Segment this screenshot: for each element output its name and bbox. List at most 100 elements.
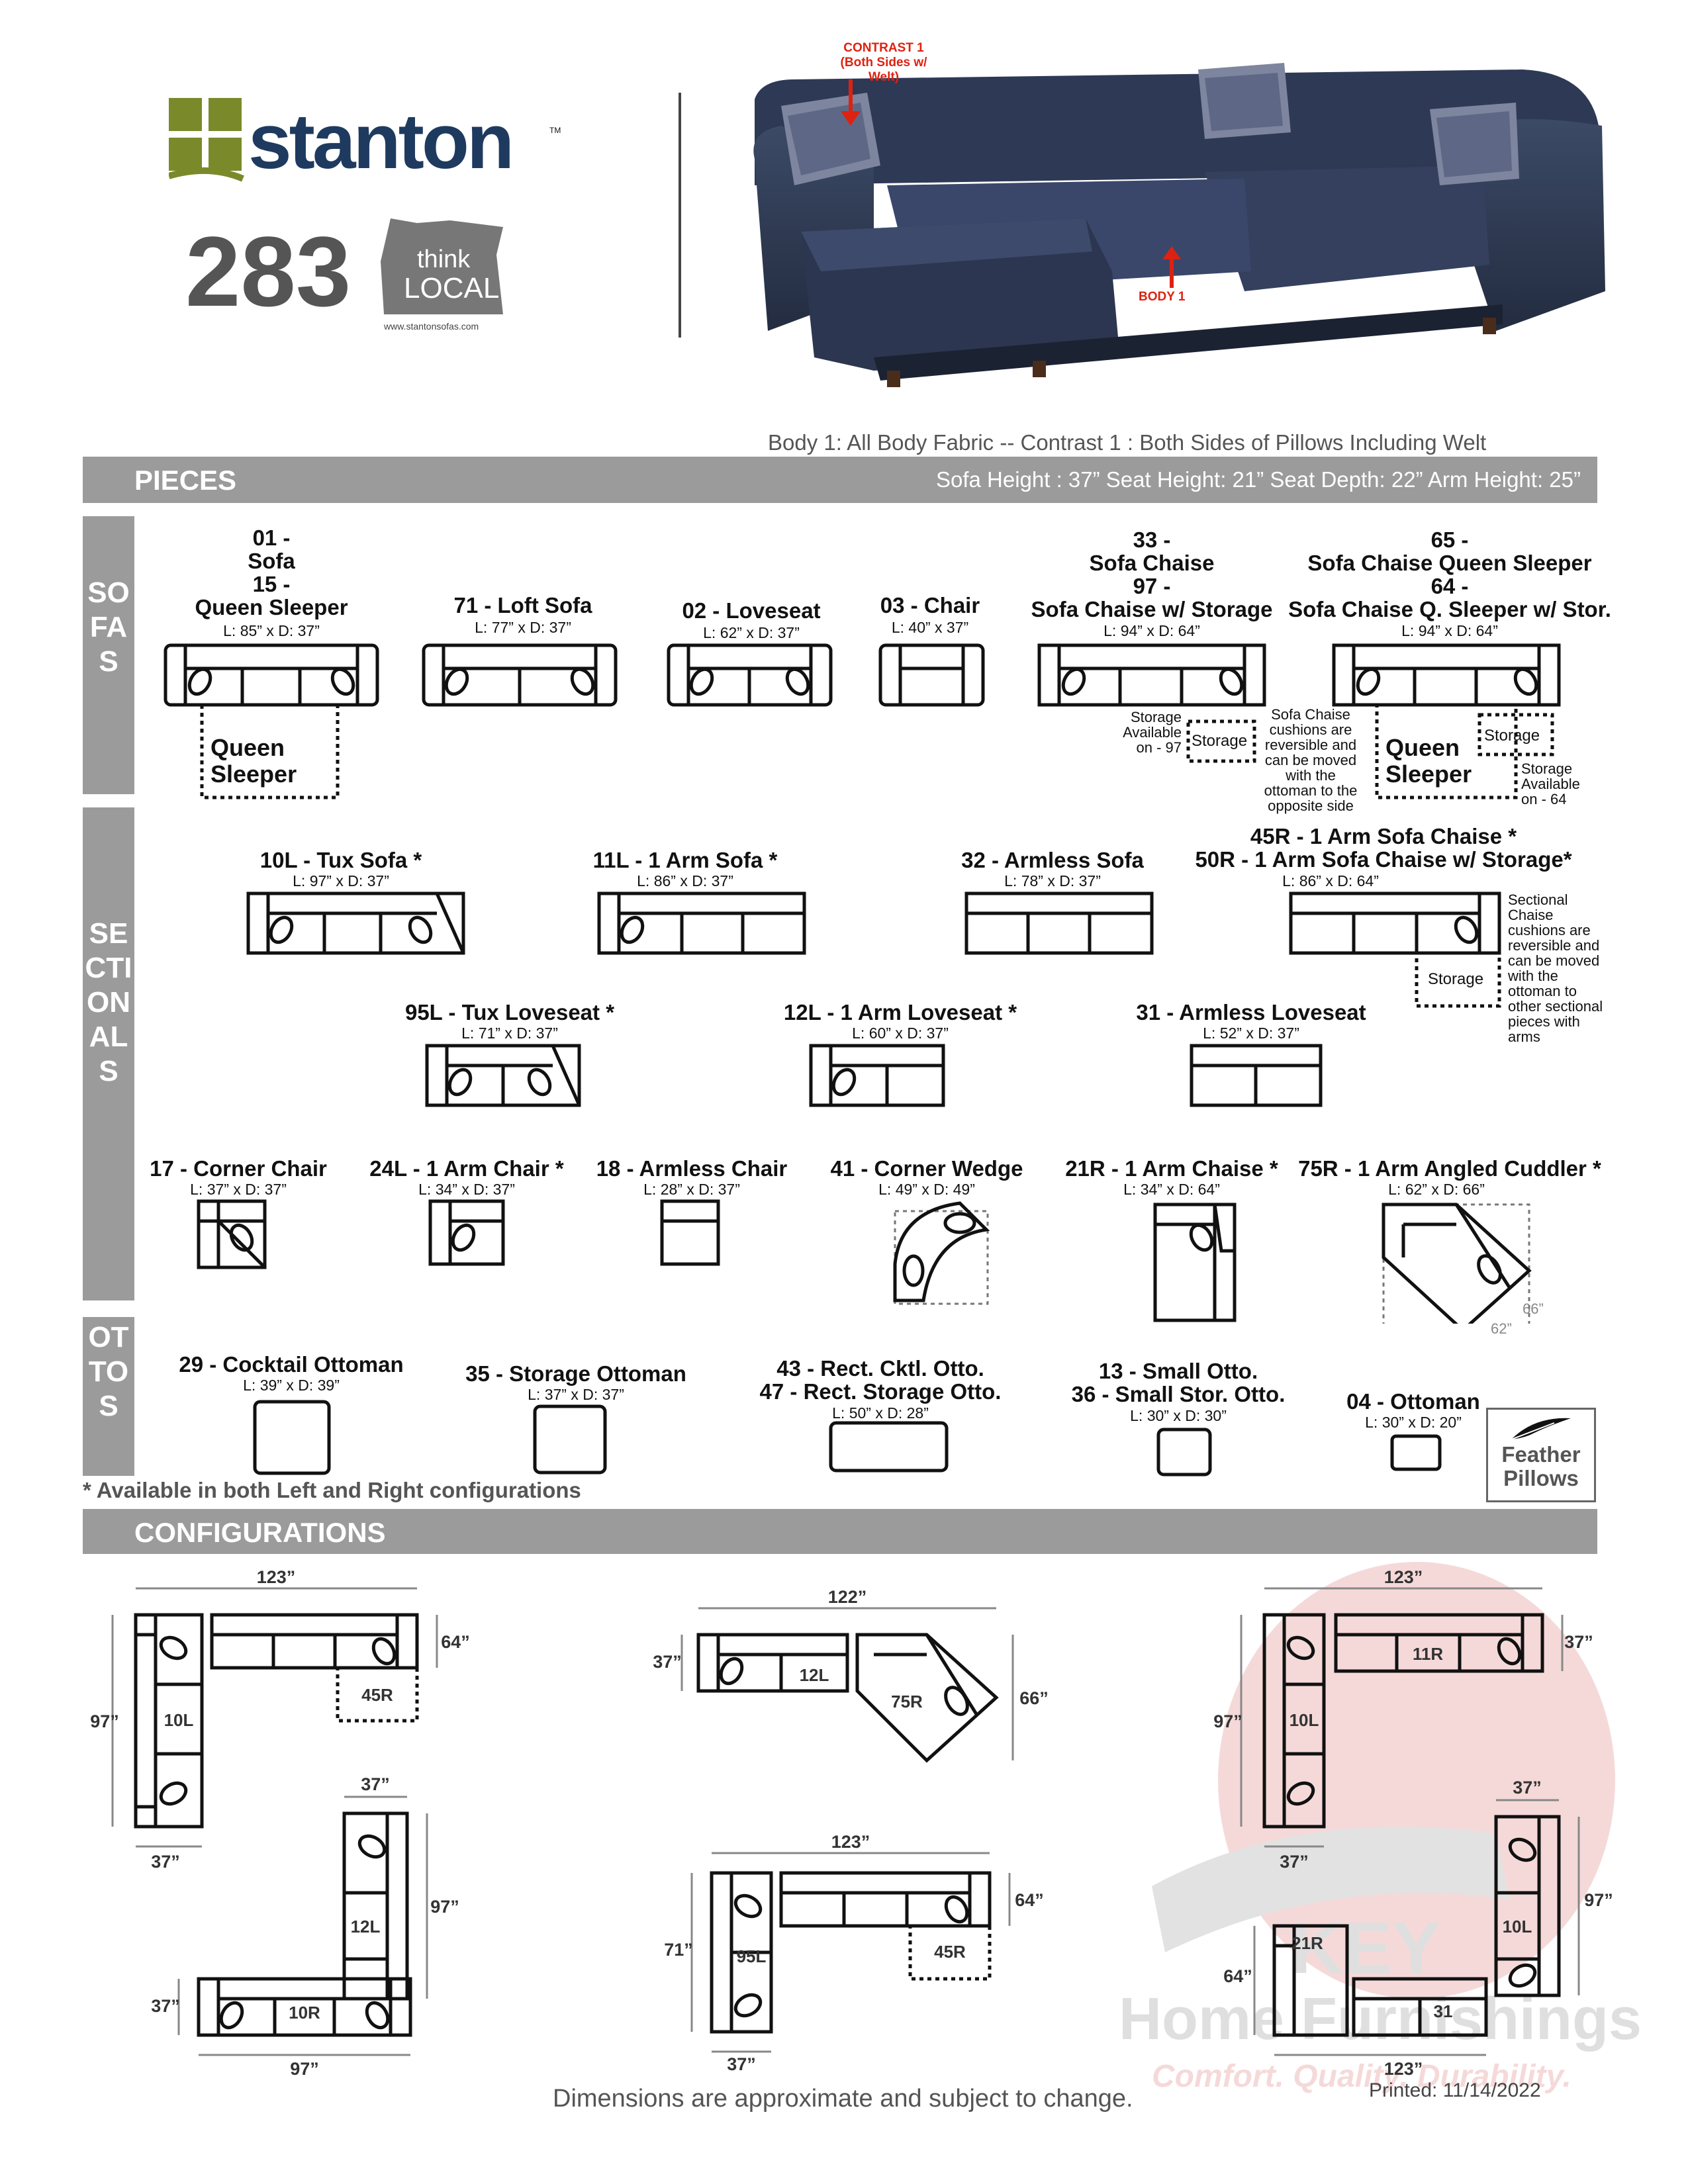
otto-13-dim: L: 30” x D: 30” <box>1130 1407 1227 1424</box>
c2-piece-75r: 75R <box>891 1692 923 1711</box>
c5-right-dim: 64” <box>1015 1890 1044 1910</box>
think-local-badge: think LOCAL www.stantonsofas.com <box>377 215 510 334</box>
c3-piece-10l: 10L <box>1289 1710 1319 1730</box>
c4-piece-12l: 12L <box>351 1917 381 1936</box>
config-4-diagram <box>197 1811 412 2037</box>
sofa-01-dim: L: 85” x D: 37” <box>223 622 320 639</box>
sidebar-sectionals: SECTIONALS <box>83 807 134 1300</box>
c5-bottom-dim: 37” <box>727 2054 756 2074</box>
sect-75r-label: 75R - 1 Arm Angled Cuddler * <box>1298 1156 1601 1181</box>
c6-piece-31: 31 <box>1434 2001 1453 2021</box>
sidebar-sectionals-label: SECTIONALS <box>85 917 132 1087</box>
stanton-logo: stanton TM <box>169 93 566 199</box>
sidebar-sofas: SOFAS <box>83 516 134 794</box>
c6-right-dim: 97” <box>1584 1890 1613 1910</box>
contrast-label-line2: (Both Sides w/ Welt) <box>840 56 927 84</box>
product-photo: CONTRAST 1 (Both Sides w/ Welt) BODY 1 <box>741 41 1615 397</box>
sofa-02-diagram <box>667 643 833 707</box>
c6-left-dim: 64” <box>1223 1966 1252 1986</box>
trademark: TM <box>549 126 561 135</box>
sect-95l-dim: L: 71” x D: 37” <box>461 1024 558 1042</box>
c3-right-dim: 37” <box>1564 1632 1593 1652</box>
c2-top-dim: 122” <box>828 1587 867 1607</box>
feather-pillows-text: Feather Pillows <box>1501 1442 1581 1490</box>
pieces-title: PIECES <box>134 465 237 496</box>
c5-piece-45r: 45R <box>934 1942 966 1962</box>
c4-left-dim: 37” <box>151 1996 180 2016</box>
queen-sleeper-note-1: Queen Sleeper <box>211 734 297 788</box>
sofa-71-label: 71 - Loft Sofa <box>453 593 592 617</box>
sect-95l-label: 95L - Tux Loveseat * <box>404 1000 615 1024</box>
otto-29-diagram <box>253 1400 331 1475</box>
sect-41-dim: L: 49” x D: 49” <box>878 1181 975 1198</box>
c1-left-dim: 97” <box>90 1711 119 1731</box>
sect-45r-label: 45R - 1 Arm Sofa Chaise * 50R - 1 Arm So… <box>1195 824 1572 872</box>
printed-date: Printed: 11/14/2022 <box>1369 2079 1541 2101</box>
sect-24l-diagram <box>428 1199 505 1266</box>
sect-12l-dim: L: 60” x D: 37” <box>852 1024 949 1042</box>
otto-35-label: 35 - Storage Ottoman <box>465 1361 686 1386</box>
otto-35-dim: L: 37” x D: 37” <box>528 1386 624 1403</box>
sect-31-diagram <box>1190 1044 1323 1107</box>
sect-75r-dim: L: 62” x D: 66” <box>1388 1181 1485 1198</box>
brand-name: stanton <box>248 98 514 185</box>
feather-pillows-badge: Feather Pillows <box>1486 1408 1596 1502</box>
sofa-71-diagram <box>422 643 618 707</box>
sofa-71-dim: L: 77” x D: 37” <box>475 619 571 636</box>
sect-11l-label: 11L - 1 Arm Sofa * <box>592 848 778 872</box>
c2-left-dim: 37” <box>653 1652 682 1672</box>
otto-13-label: 13 - Small Otto. 36 - Small Stor. Otto. <box>1071 1359 1286 1406</box>
c3-bottom-dim: 37” <box>1280 1852 1309 1872</box>
c3-left-dim: 97” <box>1213 1711 1243 1731</box>
contrast-label: CONTRAST 1 (Both Sides w/ Welt) <box>827 41 940 85</box>
sectional-diagrams <box>197 891 1532 1324</box>
otto-04-label: 04 - Ottoman <box>1346 1389 1480 1414</box>
config-1-diagram <box>134 1613 419 1829</box>
cuddler-66-dim: 66” <box>1523 1300 1544 1317</box>
c1-piece-45r: 45R <box>361 1685 393 1705</box>
sofa-01-diagram <box>164 643 379 799</box>
sect-95l-diagram <box>425 1044 581 1107</box>
sofa-33-label: 33 - Sofa Chaise 97 - Sofa Chaise w/ Sto… <box>1031 527 1273 621</box>
sect-24l-label: 24L - 1 Arm Chair * <box>369 1156 564 1181</box>
body-label: BODY 1 <box>1139 290 1186 304</box>
sofa-03-label: 03 - Chair <box>880 593 980 617</box>
sect-10l-dim: L: 97” x D: 37” <box>293 872 389 889</box>
c1-piece-10l: 10L <box>164 1710 194 1730</box>
pieces-bar: PIECES Sofa Height : 37” Seat Height: 21… <box>83 457 1597 503</box>
sect-18-diagram <box>660 1199 720 1266</box>
c6-bottom-dim: 123” <box>1384 2059 1423 2078</box>
c5-left-dim: 71” <box>664 1940 693 1960</box>
storage-33-label: Storage <box>1192 732 1248 750</box>
configuration-diagrams: 123” 64” 97” 37” 122” 37” 66” 123” 37” 9… <box>90 1569 1613 2078</box>
config-2-diagram <box>696 1633 999 1763</box>
otto-35-diagram <box>533 1404 607 1475</box>
sect-21r-diagram <box>1153 1203 1237 1322</box>
c6-top-dim: 37” <box>1513 1778 1542 1797</box>
storage-64-note: Storage Available on - 64 <box>1521 760 1580 807</box>
sect-11l-diagram <box>597 891 806 955</box>
sect-31-dim: L: 52” x D: 37” <box>1203 1024 1299 1042</box>
model-number: 283 <box>185 216 352 327</box>
sect-10l-diagram <box>246 891 465 955</box>
sect-17-label: 17 - Corner Chair <box>150 1156 327 1181</box>
sofa-65-diagram <box>1332 643 1561 799</box>
sect-45r-dim: L: 86” x D: 64” <box>1282 872 1379 889</box>
c6-piece-10l: 10L <box>1503 1917 1532 1936</box>
storage-97-note: Storage Available on - 97 <box>1123 709 1182 756</box>
sectional-sofa-image <box>753 63 1605 387</box>
sofa-33-diagram <box>1037 643 1266 763</box>
c6-piece-21r: 21R <box>1291 1933 1323 1953</box>
oregon-shape-icon <box>381 218 503 314</box>
sidebar-ottos-label: OTTOS <box>88 1321 129 1422</box>
sofa-03-diagram <box>878 643 985 707</box>
sofa-01-label: 01 - Sofa 15 - Queen Sleeper <box>195 525 348 619</box>
local-text: LOCAL <box>404 272 500 304</box>
sofa-65-dim: L: 94” x D: 64” <box>1401 622 1498 639</box>
sect-45r-diagram <box>1289 891 1501 1008</box>
otto-43-dim: L: 50” x D: 28” <box>832 1404 929 1422</box>
sofa-65-label: 65 - Sofa Chaise Queen Sleeper 64 - Sofa… <box>1288 527 1611 621</box>
website: www.stantonsofas.com <box>384 321 479 332</box>
c5-top-dim: 123” <box>831 1832 870 1852</box>
ottoman-diagrams <box>253 1400 1442 1477</box>
